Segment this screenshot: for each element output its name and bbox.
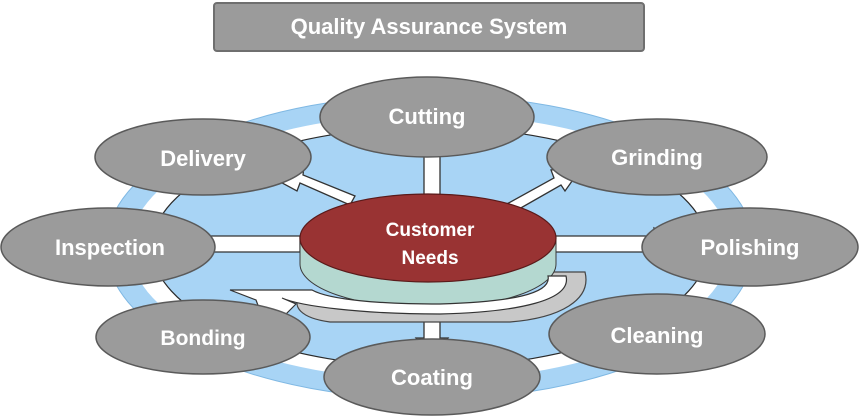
node-cutting bbox=[319, 76, 535, 158]
node-delivery bbox=[94, 118, 312, 196]
process-nodes bbox=[0, 76, 859, 416]
label-grinding: Grinding bbox=[611, 145, 703, 170]
node-cleaning bbox=[548, 293, 766, 375]
label-bonding: Bonding bbox=[160, 327, 245, 350]
node-coating bbox=[323, 338, 541, 416]
label-cleaning: Cleaning bbox=[611, 323, 704, 348]
node-inspection bbox=[0, 207, 216, 287]
label-delivery: Delivery bbox=[160, 146, 246, 171]
center-label-line1: Customer bbox=[386, 220, 475, 241]
node-bonding bbox=[95, 299, 311, 375]
center-label-line2: Needs bbox=[401, 248, 458, 269]
node-grinding bbox=[546, 118, 768, 196]
center-disc bbox=[299, 193, 557, 309]
label-cutting: Cutting bbox=[389, 104, 466, 129]
label-polishing: Polishing bbox=[701, 235, 800, 260]
diagram-title: Quality Assurance System bbox=[213, 2, 645, 52]
node-polishing bbox=[641, 207, 859, 287]
label-inspection: Inspection bbox=[55, 235, 165, 260]
label-coating: Coating bbox=[391, 365, 473, 390]
